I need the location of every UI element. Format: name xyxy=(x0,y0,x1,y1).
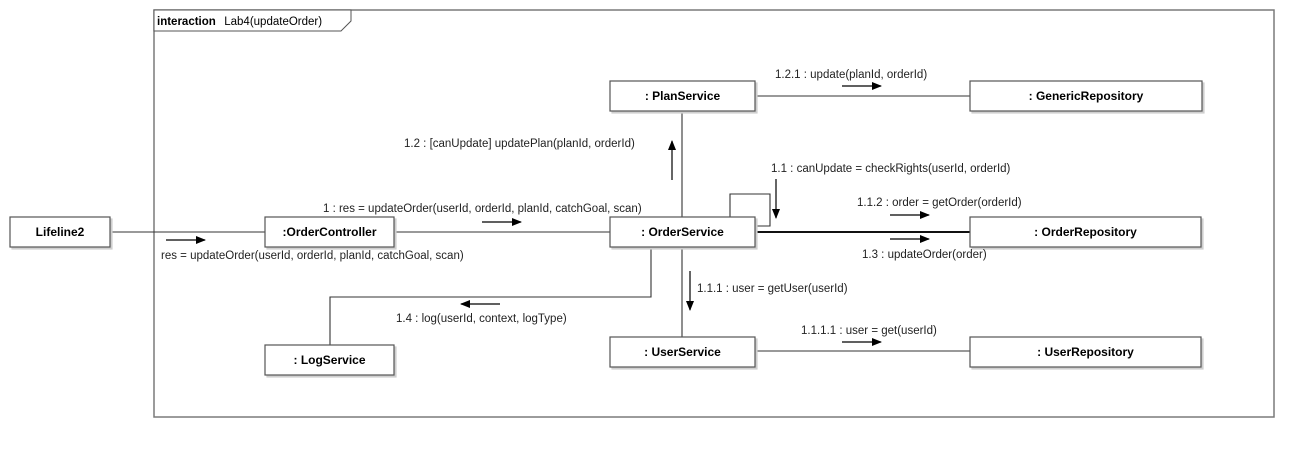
userrepository-label: : UserRepository xyxy=(1037,345,1134,359)
interaction-frame: interaction Lab4(updateOrder) xyxy=(153,9,1275,418)
message-res-label: res = updateOrder(userId, orderId, planI… xyxy=(161,250,464,262)
lifeline-box-orderservice[interactable]: : OrderService xyxy=(609,216,756,248)
message-1-3-label: 1.3 : updateOrder(order) xyxy=(862,249,987,261)
message-1-4-label: 1.4 : log(userId, context, logType) xyxy=(396,313,567,325)
message-1-1-1-1-label: 1.1.1.1 : user = get(userId) xyxy=(801,325,937,337)
genericrepository-label: : GenericRepository xyxy=(1029,89,1144,103)
ordercontroller-label: :OrderController xyxy=(282,225,376,239)
link-orderservice-logservice xyxy=(329,246,652,345)
orderservice-label: : OrderService xyxy=(641,225,724,239)
lifeline2-label: Lifeline2 xyxy=(36,225,85,239)
message-1-2-1-label: 1.2.1 : update(planId, orderId) xyxy=(775,69,927,81)
message-1-1-2-label: 1.1.2 : order = getOrder(orderId) xyxy=(857,197,1022,209)
frame-tab xyxy=(153,9,352,32)
self-link-orderservice xyxy=(729,193,771,227)
lifeline-box-genericrepository[interactable]: : GenericRepository xyxy=(969,80,1203,112)
frame-keyword: interaction xyxy=(157,16,216,28)
orderrepository-label: : OrderRepository xyxy=(1034,225,1137,239)
lifeline-box-lifeline2[interactable]: Lifeline2 xyxy=(9,216,111,248)
message-1-2-label: 1.2 : [canUpdate] updatePlan(planId, ord… xyxy=(404,138,635,150)
lifeline-box-userservice[interactable]: : UserService xyxy=(609,336,756,368)
planservice-label: : PlanService xyxy=(645,89,721,103)
message-1-1-1-label: 1.1.1 : user = getUser(userId) xyxy=(697,283,848,295)
message-arrows xyxy=(166,82,930,346)
lifeline-box-planservice[interactable]: : PlanService xyxy=(609,80,756,112)
message-1-1-label: 1.1 : canUpdate = checkRights(userId, or… xyxy=(771,163,1011,175)
logservice-label: : LogService xyxy=(293,353,365,367)
message-labels: res = updateOrder(userId, orderId, planI… xyxy=(161,69,1022,337)
frame-title: interaction Lab4(updateOrder) xyxy=(157,12,322,29)
lifeline-box-ordercontroller[interactable]: :OrderController xyxy=(264,216,395,248)
userservice-label: : UserService xyxy=(644,345,721,359)
lifeline-box-logservice[interactable]: : LogService xyxy=(264,344,395,376)
message-1-label: 1 : res = updateOrder(userId, orderId, p… xyxy=(323,203,642,215)
lifeline-box-orderrepository[interactable]: : OrderRepository xyxy=(969,216,1202,248)
lifeline-box-userrepository[interactable]: : UserRepository xyxy=(969,336,1202,368)
links xyxy=(110,95,970,352)
frame-name: Lab4(updateOrder) xyxy=(224,16,322,28)
